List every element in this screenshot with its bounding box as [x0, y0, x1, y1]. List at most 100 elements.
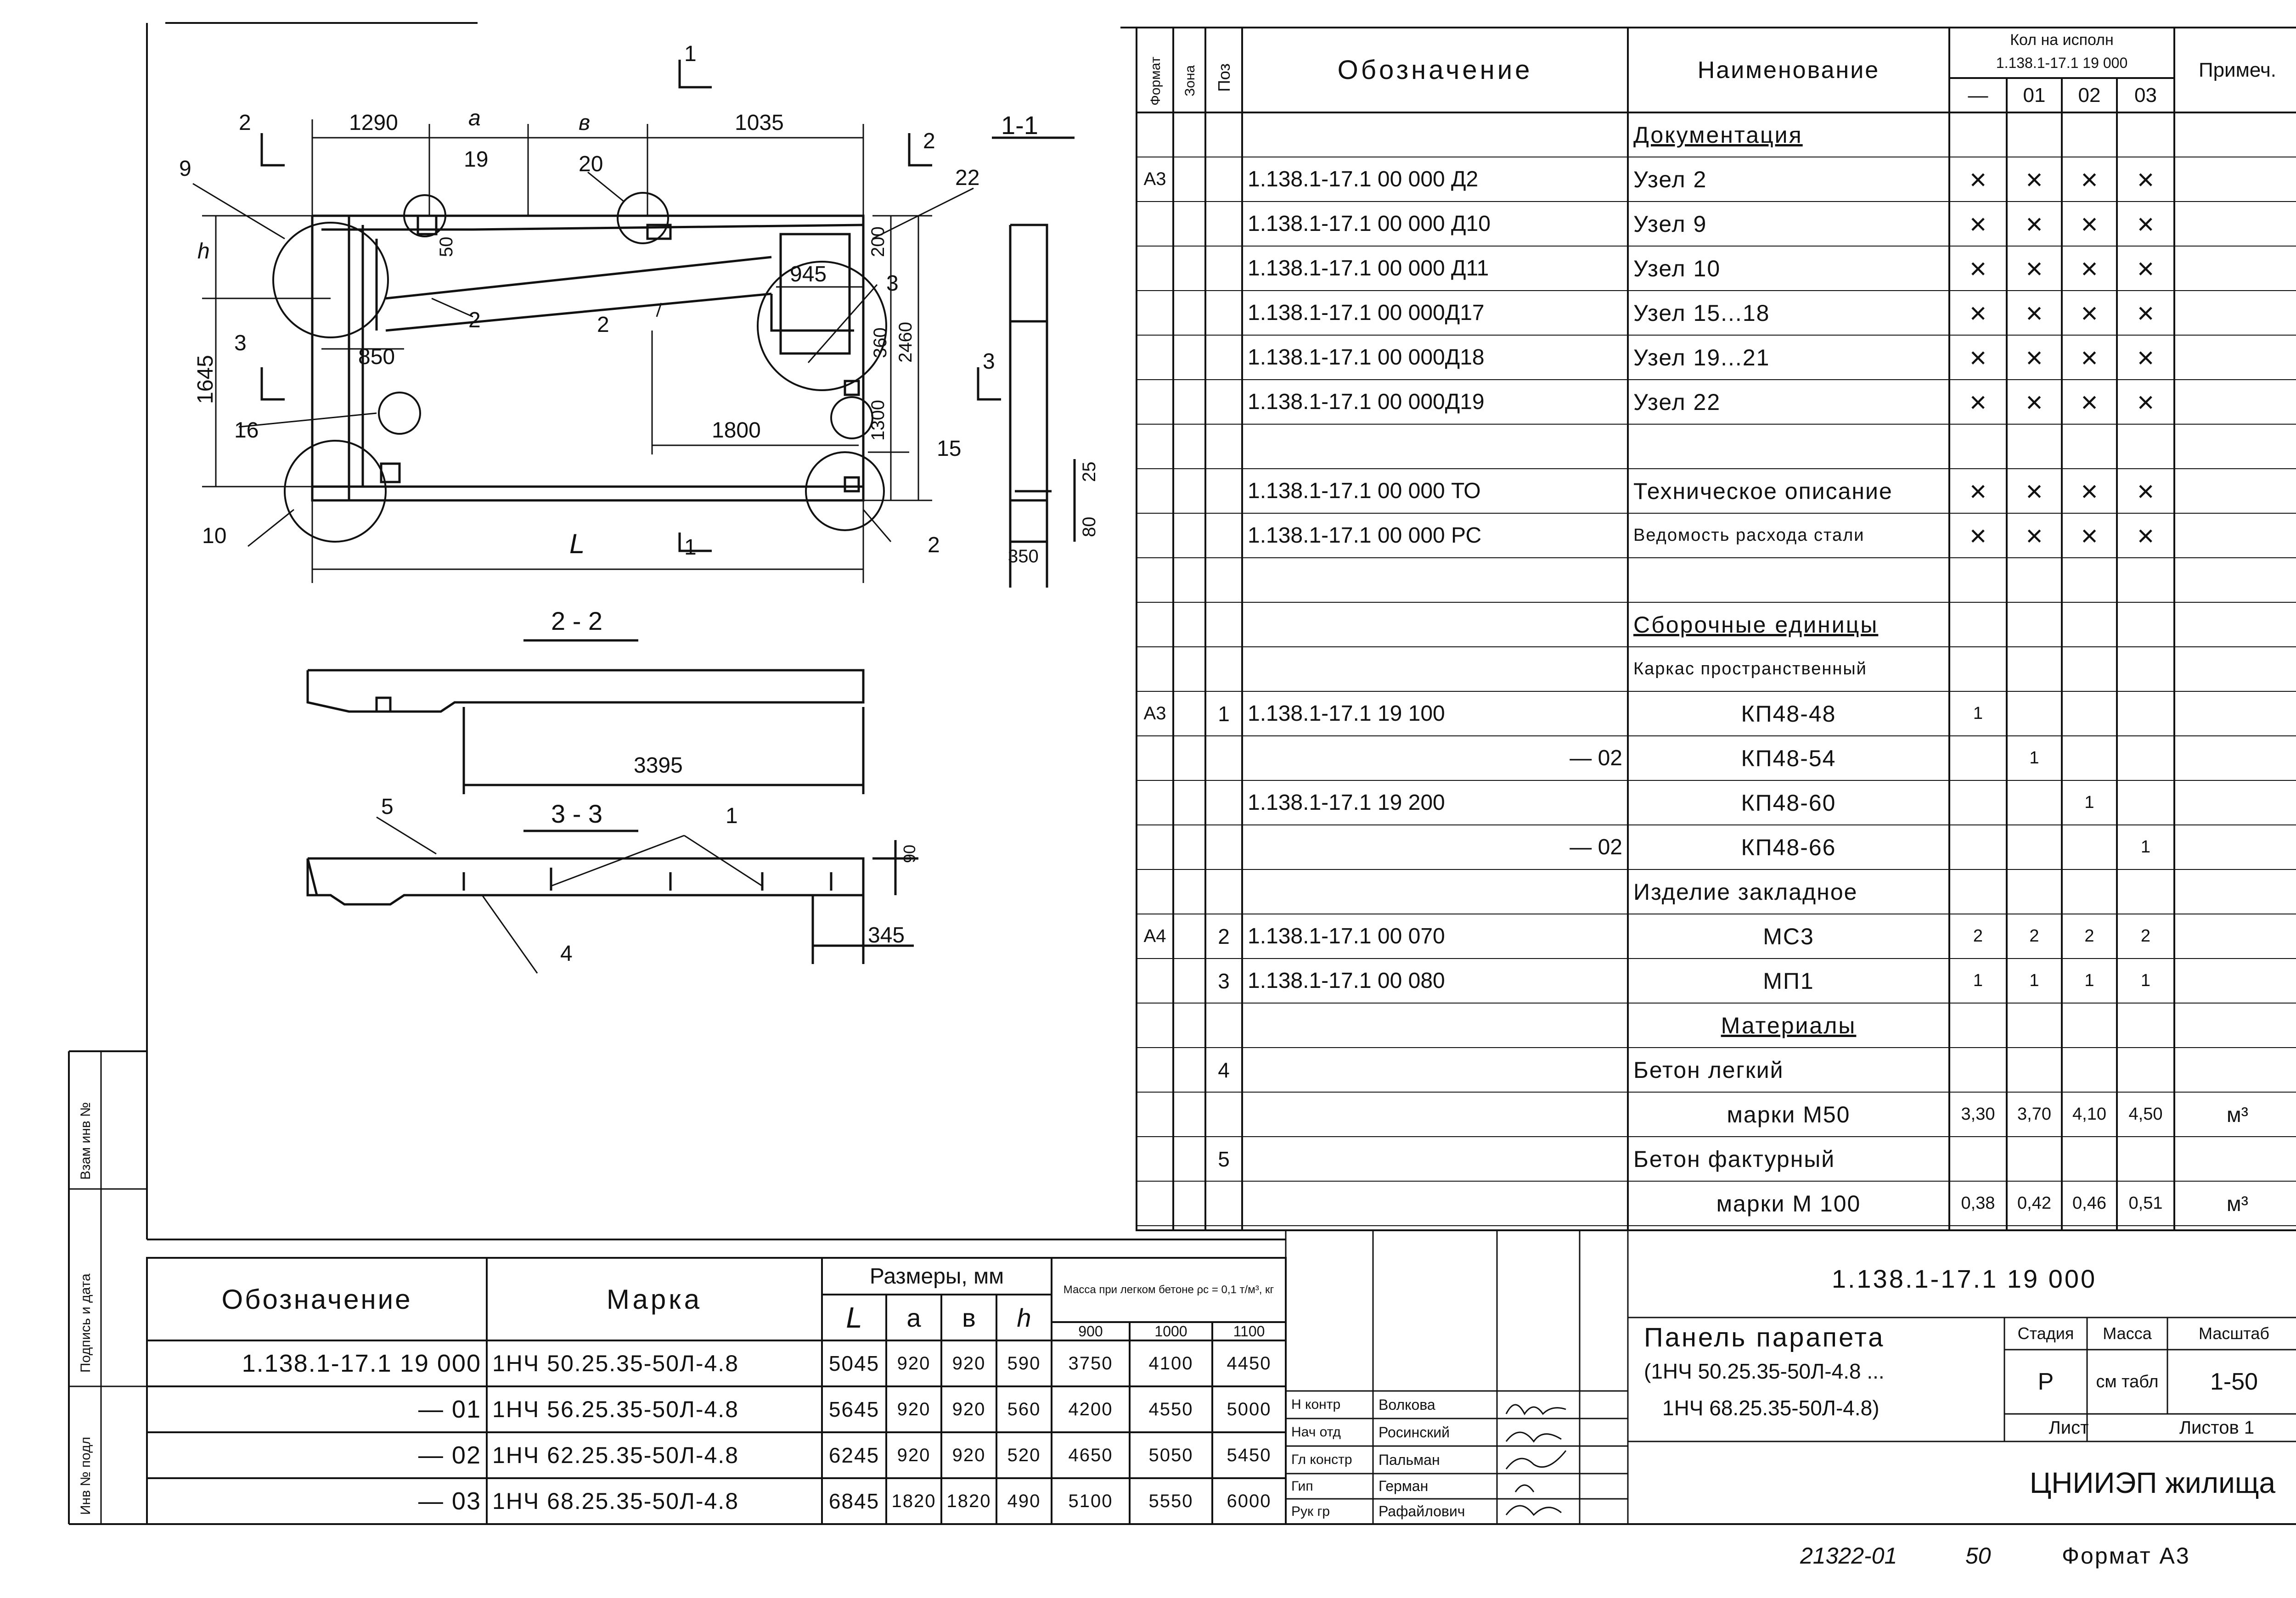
spec-qty-cell: 2	[2140, 926, 2151, 946]
spec-qty-cell	[1949, 825, 2007, 869]
spec-qty-cell: ×	[2026, 163, 2043, 196]
spec-designation-cell: — 02	[1570, 835, 1622, 859]
spec-qty-cell	[2062, 691, 2117, 736]
marks-a-cell: 920	[897, 1445, 931, 1465]
spec-format-cell	[1137, 513, 1173, 558]
spec-name-cell: Каркас пространственный	[1633, 659, 1867, 678]
marks-m3-cell: 6000	[1227, 1491, 1272, 1511]
spec-qty-cell: ×	[2081, 296, 2098, 330]
mass-header: Масса	[2103, 1324, 2152, 1343]
spec-qty-cell: ×	[1969, 341, 1987, 374]
spec-qty-cell	[1949, 647, 2007, 691]
marks-a-cell: 920	[897, 1399, 931, 1419]
spec-format-cell	[1137, 291, 1173, 335]
col-name-header: Наименование	[1697, 56, 1880, 84]
spec-designation-cell: 1.138.1-17.1 00 000Д18	[1248, 345, 1485, 370]
spec-note-cell	[2174, 602, 2296, 647]
spec-name-cell: КП48-60	[1741, 790, 1836, 816]
marks-m3-cell: 5000	[1227, 1399, 1272, 1419]
spec-qty-cell	[2062, 869, 2117, 914]
spec-designation-cell: 1.138.1-17.1 19 200	[1248, 791, 1445, 815]
spec-name-cell: Узел 15...18	[1633, 300, 1770, 326]
spec-qty-cell	[2007, 780, 2062, 825]
spec-qty-cell: 1	[2140, 971, 2151, 990]
spec-qty-cell: ×	[2026, 385, 2043, 419]
marks-h-cell: 490	[1007, 1491, 1041, 1511]
section-2-2	[306, 669, 865, 794]
spec-qty-cell: ×	[2081, 385, 2098, 419]
spec-position-cell: 5	[1218, 1147, 1230, 1171]
spec-name-cell: Изделие закладное	[1633, 879, 1858, 905]
marks-h-cell: 520	[1007, 1445, 1041, 1465]
spec-position-cell: 3	[1218, 969, 1230, 993]
spec-designation-cell: 1.138.1-17.1 00 000 Д10	[1248, 212, 1491, 236]
callout-1: 1	[726, 804, 738, 828]
spec-note-cell	[2174, 424, 2296, 469]
spec-qty-cell: 0,38	[1961, 1194, 1995, 1213]
col-qty-0: —	[1968, 84, 1988, 107]
marks-m2-cell: 4550	[1148, 1399, 1193, 1419]
scale-value: 1-50	[2210, 1368, 2258, 1395]
dim-25: 25	[1079, 461, 1099, 482]
stamp-replace-inv: Взам инв №	[78, 1102, 93, 1180]
spec-position-cell	[1205, 513, 1242, 558]
spec-designation-cell	[1242, 1137, 1628, 1181]
marks-col-mass: Масса при легком бетоне ρc = 0,1 т/м³, к…	[1063, 1283, 1274, 1296]
signature-role: Нач отд	[1291, 1424, 1341, 1440]
dim-b: в	[579, 111, 591, 135]
marks-m1-cell: 4650	[1068, 1445, 1113, 1465]
spec-qty-cell	[1949, 1003, 2007, 1048]
spec-designation-cell: 1.138.1-17.1 00 000 ТО	[1248, 479, 1481, 503]
spec-qty-cell: 1	[2029, 748, 2039, 768]
spec-qty-cell: ×	[1969, 385, 1987, 419]
spec-note-cell: м³	[2227, 1191, 2248, 1216]
spec-qty-cell	[1949, 780, 2007, 825]
spec-designation-cell	[1242, 1092, 1628, 1137]
spec-qty-cell: ×	[2081, 519, 2098, 552]
spec-qty-cell	[1949, 869, 2007, 914]
spec-position-cell	[1205, 380, 1242, 424]
dim-360: 360	[870, 327, 890, 358]
callout-16: 16	[234, 418, 259, 443]
spec-designation-cell	[1242, 558, 1628, 602]
spec-qty-cell: ×	[2137, 519, 2155, 552]
spec-note-cell	[2174, 825, 2296, 869]
callout-2c: 2	[928, 533, 940, 557]
spec-qty-cell	[2117, 780, 2174, 825]
spec-qty-cell: 1	[2084, 793, 2094, 812]
spec-designation-cell: 1.138.1-17.1 00 070	[1248, 924, 1445, 948]
marks-b-cell: 920	[952, 1399, 986, 1419]
signature-name: Пальман	[1379, 1451, 1440, 1468]
spec-position-cell	[1205, 202, 1242, 246]
marks-a-cell: 1820	[891, 1491, 936, 1511]
spec-note-cell	[2174, 246, 2296, 291]
marks-a-cell: 920	[897, 1353, 931, 1374]
spec-designation-cell: — 02	[1570, 746, 1622, 770]
spec-qty-cell: 4,10	[2072, 1105, 2106, 1124]
marks-m1-cell: 3750	[1068, 1353, 1113, 1374]
spec-qty-cell	[2007, 691, 2062, 736]
spec-format-cell	[1137, 1092, 1173, 1137]
spec-qty-cell: ×	[2081, 252, 2098, 285]
spec-qty-cell: ×	[2081, 474, 2098, 508]
marks-col-sizes: Размеры, мм	[869, 1264, 1004, 1289]
spec-position-cell	[1205, 647, 1242, 691]
spec-position-cell	[1205, 291, 1242, 335]
spec-qty-cell: 3,70	[2017, 1105, 2051, 1124]
spec-position-cell	[1205, 1003, 1242, 1048]
spec-qty-cell: 2	[1973, 926, 1983, 946]
spec-note-cell	[2174, 647, 2296, 691]
spec-designation-cell	[1242, 112, 1628, 157]
marks-col-m900: 900	[1078, 1323, 1103, 1340]
spec-position-cell	[1205, 335, 1242, 380]
spec-designation-cell	[1242, 647, 1628, 691]
spec-format-cell	[1137, 869, 1173, 914]
callout-10: 10	[202, 524, 227, 548]
spec-qty-cell	[2062, 647, 2117, 691]
spec-qty-cell: ×	[1969, 474, 1987, 508]
spec-position-cell: 4	[1218, 1058, 1230, 1082]
spec-format-cell	[1137, 1048, 1173, 1092]
marks-m3-cell: 4450	[1227, 1353, 1272, 1374]
page-number: 50	[1965, 1543, 1991, 1569]
